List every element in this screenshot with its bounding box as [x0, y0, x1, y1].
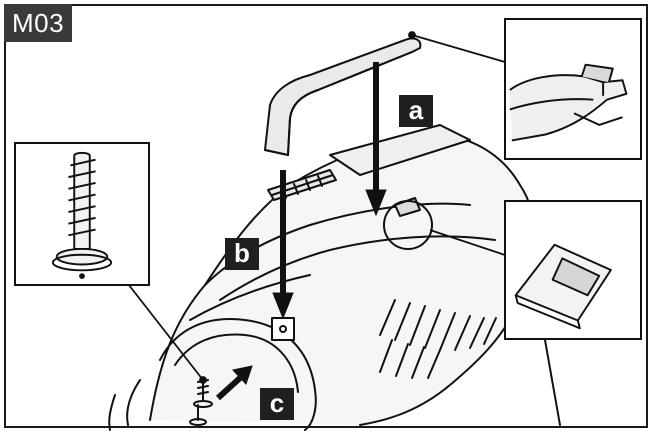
step-badge: M03 [4, 4, 73, 42]
label-a: a [399, 95, 433, 127]
leader-slot [429, 229, 506, 256]
figure-frame [4, 4, 648, 428]
leader-hook [411, 34, 506, 63]
arrow-b-head [272, 292, 294, 320]
small-screw-bottom [189, 404, 207, 426]
screw-icon [51, 151, 113, 280]
arrow-c-head [232, 365, 253, 385]
slot-icon [514, 243, 612, 330]
screw-detail-inset [14, 142, 150, 286]
arrow-a-head [365, 189, 387, 217]
hook-icon [509, 63, 628, 142]
label-c: c [260, 388, 294, 420]
slot-detail-inset [504, 200, 642, 340]
side-ribs [379, 299, 497, 379]
leader-screw [124, 279, 204, 381]
hook-detail-inset [504, 18, 642, 160]
label-b: b [225, 238, 259, 270]
callout-circle-slot [383, 200, 433, 250]
